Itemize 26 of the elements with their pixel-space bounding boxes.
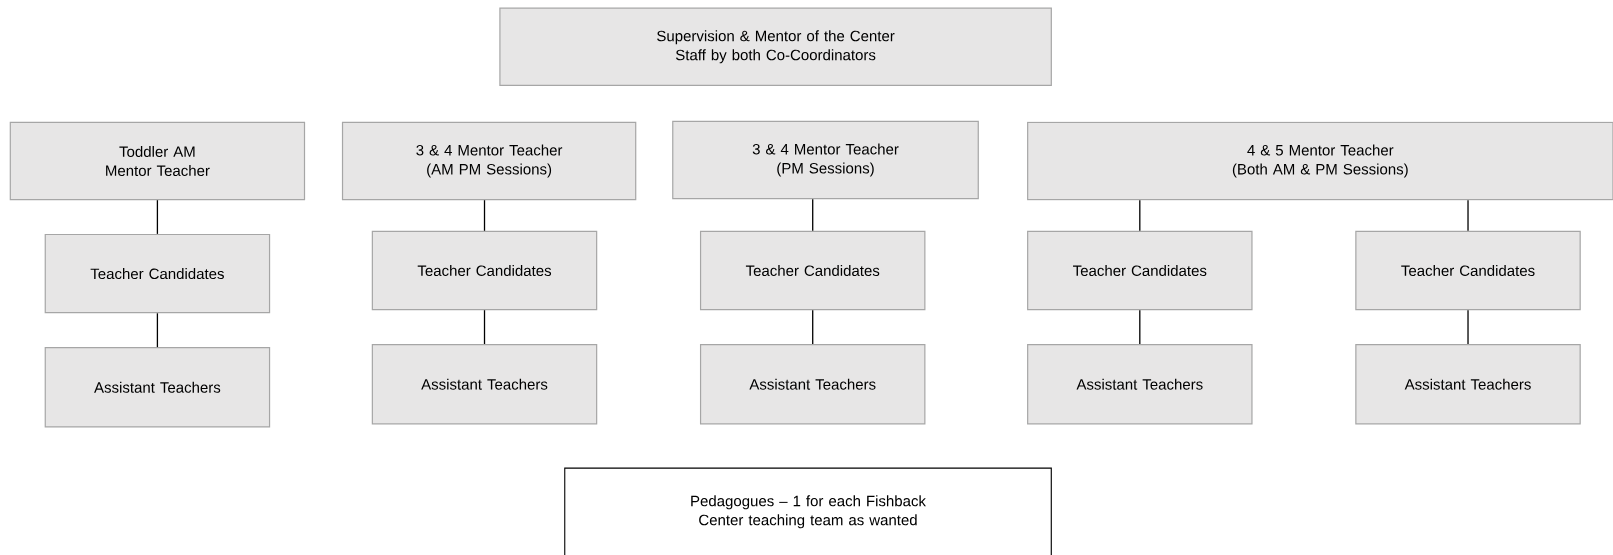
connector-line — [1467, 199, 1469, 232]
org-box: 3 & 4 Mentor Teacher (AM PM Sessions) — [341, 121, 637, 201]
org-box: Supervision & Mentor of the Center Staff by both Co-Coordinators — [499, 7, 1052, 86]
org-box: Toddler AM Mentor Teacher — [9, 121, 306, 201]
org-box: Assistant Teachers — [1355, 344, 1581, 425]
note-box: Pedagogues – 1 for each Fishback Center teaching team as wanted — [564, 467, 1052, 555]
connector-line — [483, 199, 486, 232]
connector-line — [156, 312, 159, 348]
connector-line — [1139, 199, 1141, 232]
connector-line — [812, 309, 814, 345]
connector-line — [812, 198, 814, 232]
org-box: Teacher Candidates — [699, 230, 926, 311]
connector-line — [483, 309, 486, 345]
org-box: Teacher Candidates — [1027, 230, 1253, 311]
connector-line — [1139, 309, 1141, 345]
org-box: Teacher Candidates — [371, 230, 598, 311]
connector-line — [1467, 309, 1469, 345]
org-box: Assistant Teachers — [1027, 344, 1253, 425]
org-box: Assistant Teachers — [371, 344, 598, 425]
org-box: Teacher Candidates — [1355, 230, 1581, 311]
org-box: 4 & 5 Mentor Teacher (Both AM & PM Sessions) — [1027, 121, 1613, 201]
org-box: Assistant Teachers — [699, 344, 926, 425]
connector-line — [156, 199, 159, 235]
org-box: Assistant Teachers — [44, 347, 271, 428]
org-box: Teacher Candidates — [44, 233, 271, 314]
org-box: 3 & 4 Mentor Teacher (PM Sessions) — [672, 120, 979, 200]
